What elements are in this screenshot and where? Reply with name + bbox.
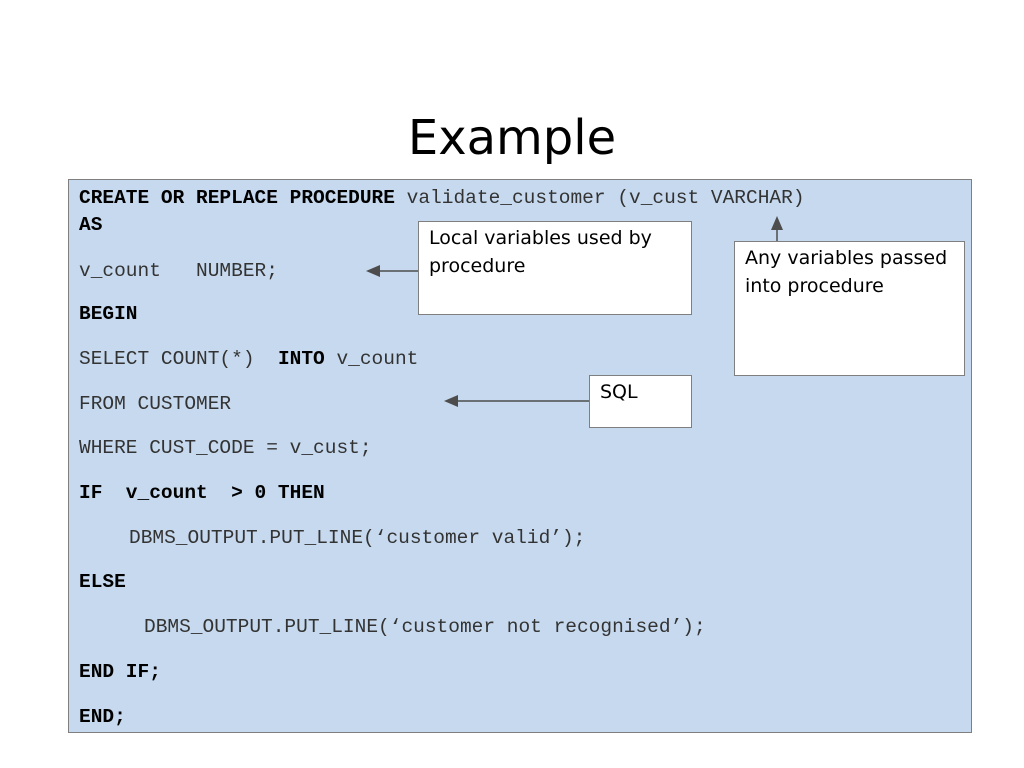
arrow-passed-variables-head [771, 216, 783, 230]
code-line-declare: v_count NUMBER; [79, 260, 278, 282]
code-line-else: ELSE [79, 571, 126, 593]
code-keyword: INTO [277, 348, 325, 370]
callout-sql: SQL [589, 375, 692, 428]
code-line-output-invalid: DBMS_OUTPUT.PUT_LINE(‘customer not recog… [144, 616, 706, 638]
code-line-end-if: END IF; [79, 661, 161, 683]
code-keyword: CREATE OR REPLACE PROCEDURE [79, 187, 395, 209]
code-line-begin: BEGIN [79, 303, 138, 325]
code-line-if: IF v_count > 0 THEN [79, 482, 325, 504]
code-text: v_count [324, 348, 419, 370]
callout-passed-variables: Any variables passed into procedure [734, 241, 965, 376]
code-line-create: CREATE OR REPLACE PROCEDURE validate_cus… [79, 186, 805, 210]
arrow-sql-head [444, 395, 458, 407]
code-line-where: WHERE CUST_CODE = v_cust; [79, 437, 372, 459]
slide-title: Example [407, 110, 617, 166]
code-line-end: END; [79, 706, 126, 728]
code-line-as: AS [79, 214, 103, 236]
arrow-local-variables-head [366, 265, 380, 277]
code-line-select: SELECT COUNT(*) INTO v_count [79, 347, 418, 371]
callout-local-variables: Local variables used by procedure [418, 221, 692, 315]
code-text: validate_customer (v_cust VARCHAR) [394, 187, 805, 209]
code-text: SELECT COUNT(*) [79, 348, 278, 370]
code-line-from: FROM CUSTOMER [79, 393, 232, 415]
code-line-output-valid: DBMS_OUTPUT.PUT_LINE(‘customer valid’); [129, 527, 586, 549]
